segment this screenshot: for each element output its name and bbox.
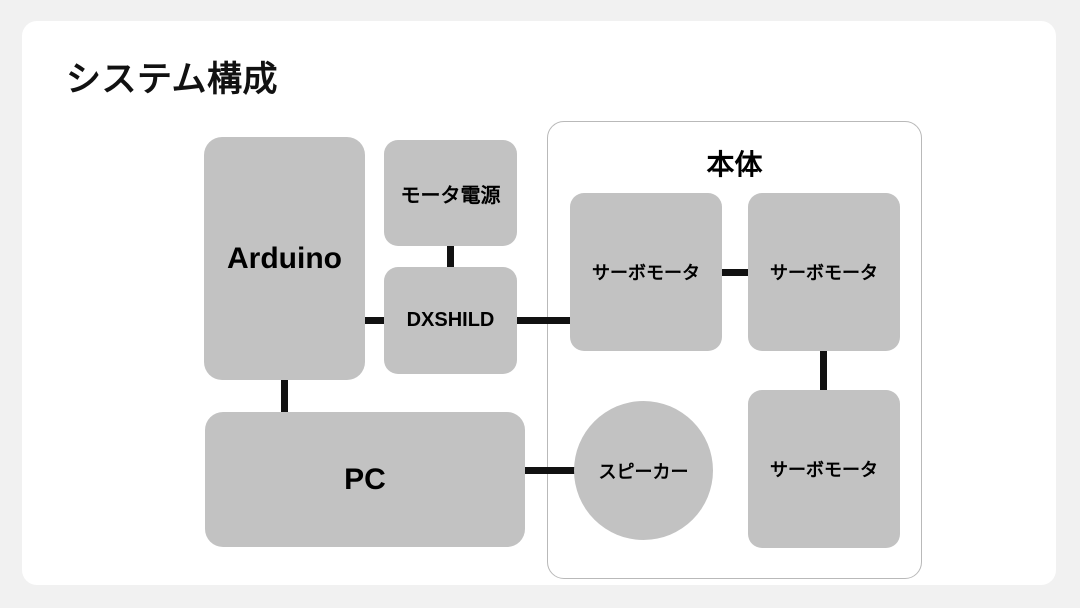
link-dxshield-servo-1 <box>514 317 574 324</box>
node-pc[interactable]: PC <box>205 412 525 547</box>
page-title: システム構成 <box>66 60 278 99</box>
enclosure-label: 本体 <box>706 149 763 180</box>
link-arduino-pc <box>281 376 288 416</box>
node-servo-motor-2[interactable]: サーボモータ <box>748 193 900 351</box>
link-servo-1-servo-2 <box>719 269 751 276</box>
link-pc-speaker <box>522 467 578 474</box>
link-servo-2-servo-3 <box>820 348 827 394</box>
slide-card: システム構成 本体 Arduino モータ電源 DXSHILD PC サーボモー… <box>22 21 1056 585</box>
node-motor-power[interactable]: モータ電源 <box>384 140 517 246</box>
node-servo-motor-1[interactable]: サーボモータ <box>570 193 722 351</box>
node-arduino[interactable]: Arduino <box>204 137 365 380</box>
link-motor-power-dxshield <box>447 243 454 271</box>
node-speaker[interactable]: スピーカー <box>574 401 713 540</box>
node-servo-motor-3[interactable]: サーボモータ <box>748 390 900 548</box>
node-dxshield[interactable]: DXSHILD <box>384 267 517 374</box>
link-arduino-dxshield <box>358 317 390 324</box>
enclosure-main-body <box>547 121 922 579</box>
